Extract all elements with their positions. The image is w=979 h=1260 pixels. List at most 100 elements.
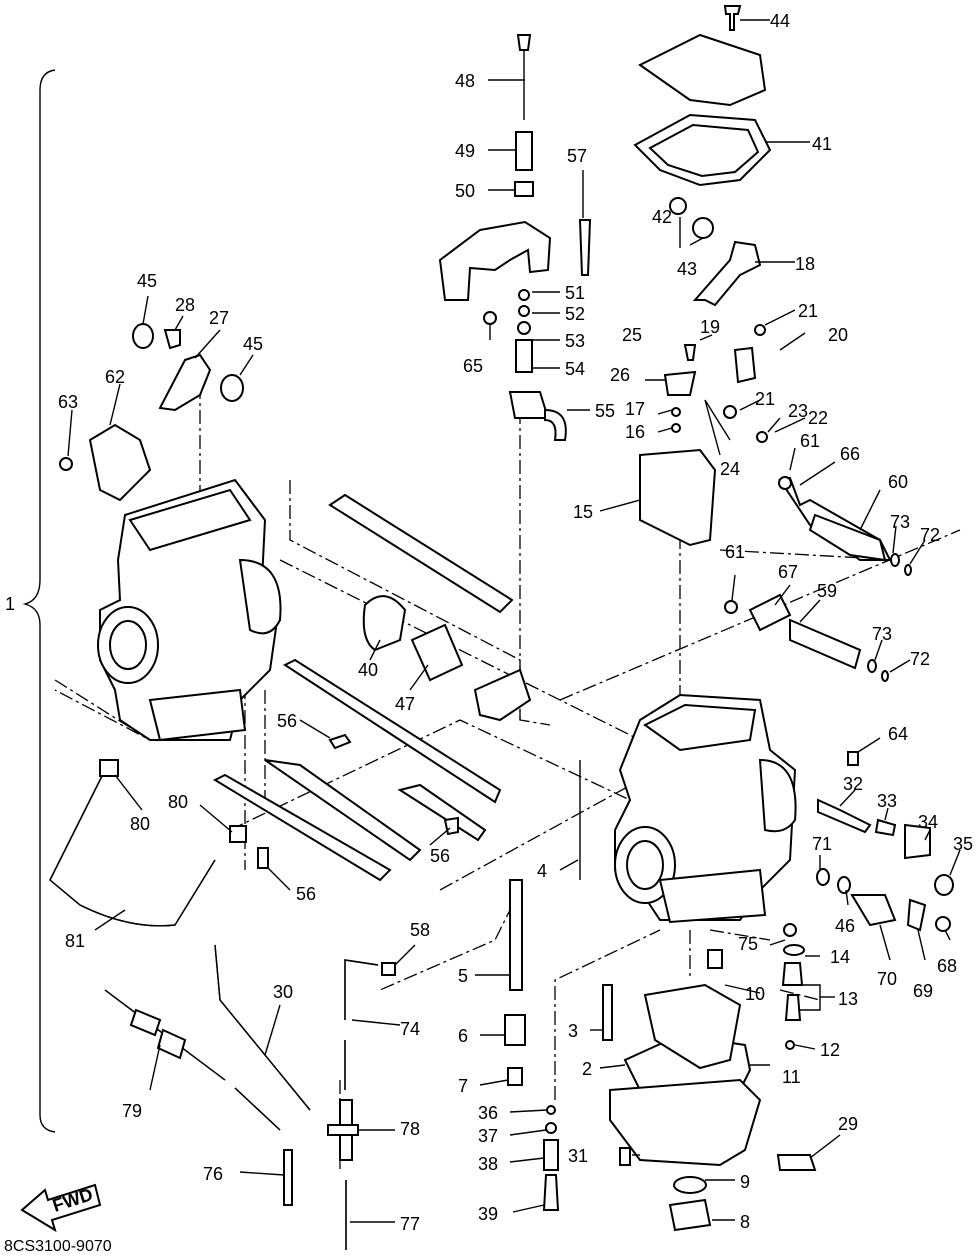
label-49: 49: [455, 141, 475, 161]
label-51: 51: [565, 283, 585, 303]
label-56b: 56: [296, 884, 316, 904]
label-27: 27: [209, 308, 229, 328]
label-26: 26: [610, 365, 630, 385]
label-14: 14: [830, 947, 850, 967]
label-56c: 56: [430, 846, 450, 866]
label-12: 12: [820, 1040, 840, 1060]
label-48: 48: [455, 71, 475, 91]
label-13: 13: [838, 989, 858, 1009]
label-5: 5: [458, 966, 468, 986]
label-53: 53: [565, 331, 585, 351]
label-30: 30: [273, 982, 293, 1002]
label-2: 2: [582, 1059, 592, 1079]
label-41: 41: [812, 134, 832, 154]
label-28: 28: [175, 295, 195, 315]
label-45a: 45: [137, 271, 157, 291]
label-15: 15: [573, 502, 593, 522]
label-10: 10: [745, 984, 765, 1004]
label-78: 78: [400, 1119, 420, 1139]
bottom-parts: [504, 760, 817, 1232]
label-80a: 80: [130, 814, 150, 834]
label-77: 77: [400, 1214, 420, 1234]
right-side-parts: [724, 476, 954, 932]
label-65: 65: [463, 356, 483, 376]
label-32: 32: [843, 774, 863, 794]
label-29: 29: [838, 1114, 858, 1134]
label-4: 4: [537, 861, 547, 881]
label-58: 58: [410, 920, 430, 940]
label-19: 19: [700, 317, 720, 337]
hoses: [49, 759, 396, 1250]
label-22: 22: [808, 408, 828, 428]
label-39: 39: [478, 1204, 498, 1224]
label-73a: 73: [890, 512, 910, 532]
left-top-parts: [59, 323, 244, 502]
label-68: 68: [937, 956, 957, 976]
label-35: 35: [953, 834, 973, 854]
label-76: 76: [203, 1164, 223, 1184]
label-55: 55: [595, 401, 615, 421]
label-54: 54: [565, 359, 585, 379]
label-43: 43: [677, 259, 697, 279]
label-60: 60: [888, 472, 908, 492]
label-66: 66: [840, 444, 860, 464]
label-81: 81: [65, 931, 85, 951]
label-74: 74: [400, 1019, 420, 1039]
label-40: 40: [358, 660, 378, 680]
label-71: 71: [812, 834, 832, 854]
drawing-code: 8CS3100-9070: [4, 1238, 112, 1255]
label-6: 6: [458, 1026, 468, 1046]
label-62: 62: [105, 367, 125, 387]
label-34: 34: [918, 812, 938, 832]
assembly-bracket: [22, 69, 56, 1133]
part-labels: 1 2 3 4 5 6 7 8 9 10 12 13 14 15 16 17 1…: [5, 11, 973, 1234]
label-47: 47: [395, 694, 415, 714]
label-61b: 61: [725, 542, 745, 562]
label-75: 75: [738, 934, 758, 954]
label-70: 70: [877, 969, 897, 989]
right-carburetor-body: [614, 693, 797, 924]
label-16: 16: [625, 422, 645, 442]
middle-parts: [212, 493, 532, 882]
label-9: 9: [740, 1172, 750, 1192]
label-73b: 73: [872, 624, 892, 644]
label-50: 50: [455, 181, 475, 201]
label-46: 46: [835, 916, 855, 936]
label-11: 11: [782, 1067, 801, 1087]
label-33: 33: [877, 791, 897, 811]
label-42: 42: [652, 207, 672, 227]
forward-arrow-icon: FWD: [20, 1183, 102, 1233]
label-79: 79: [122, 1101, 142, 1121]
label-8: 8: [740, 1212, 750, 1232]
top-parts: [438, 5, 772, 547]
label-7: 7: [458, 1076, 468, 1096]
label-3: 3: [568, 1021, 578, 1041]
label-72b: 72: [910, 649, 930, 669]
leader-lines: [67, 19, 961, 1223]
label-25: 25: [622, 325, 642, 345]
label-67: 67: [778, 562, 798, 582]
label-56a: 56: [277, 711, 297, 731]
label-20: 20: [828, 325, 848, 345]
label-45b: 45: [243, 334, 263, 354]
label-63: 63: [58, 392, 78, 412]
label-36: 36: [478, 1103, 498, 1123]
label-59: 59: [817, 581, 837, 601]
label-57: 57: [567, 146, 587, 166]
label-21b: 21: [755, 389, 775, 409]
label-69: 69: [913, 981, 933, 1001]
label-24: 24: [720, 459, 740, 479]
label-17: 17: [625, 399, 645, 419]
left-carburetor-body: [97, 478, 282, 742]
label-37: 37: [478, 1126, 498, 1146]
label-61a: 61: [800, 431, 820, 451]
label-18: 18: [795, 254, 815, 274]
label-31: 31: [568, 1146, 588, 1166]
label-38: 38: [478, 1154, 498, 1174]
label-64: 64: [888, 724, 908, 744]
label-52: 52: [565, 304, 585, 324]
label-80b: 80: [168, 792, 188, 812]
label-44: 44: [770, 11, 790, 31]
label-21a: 21: [798, 301, 818, 321]
